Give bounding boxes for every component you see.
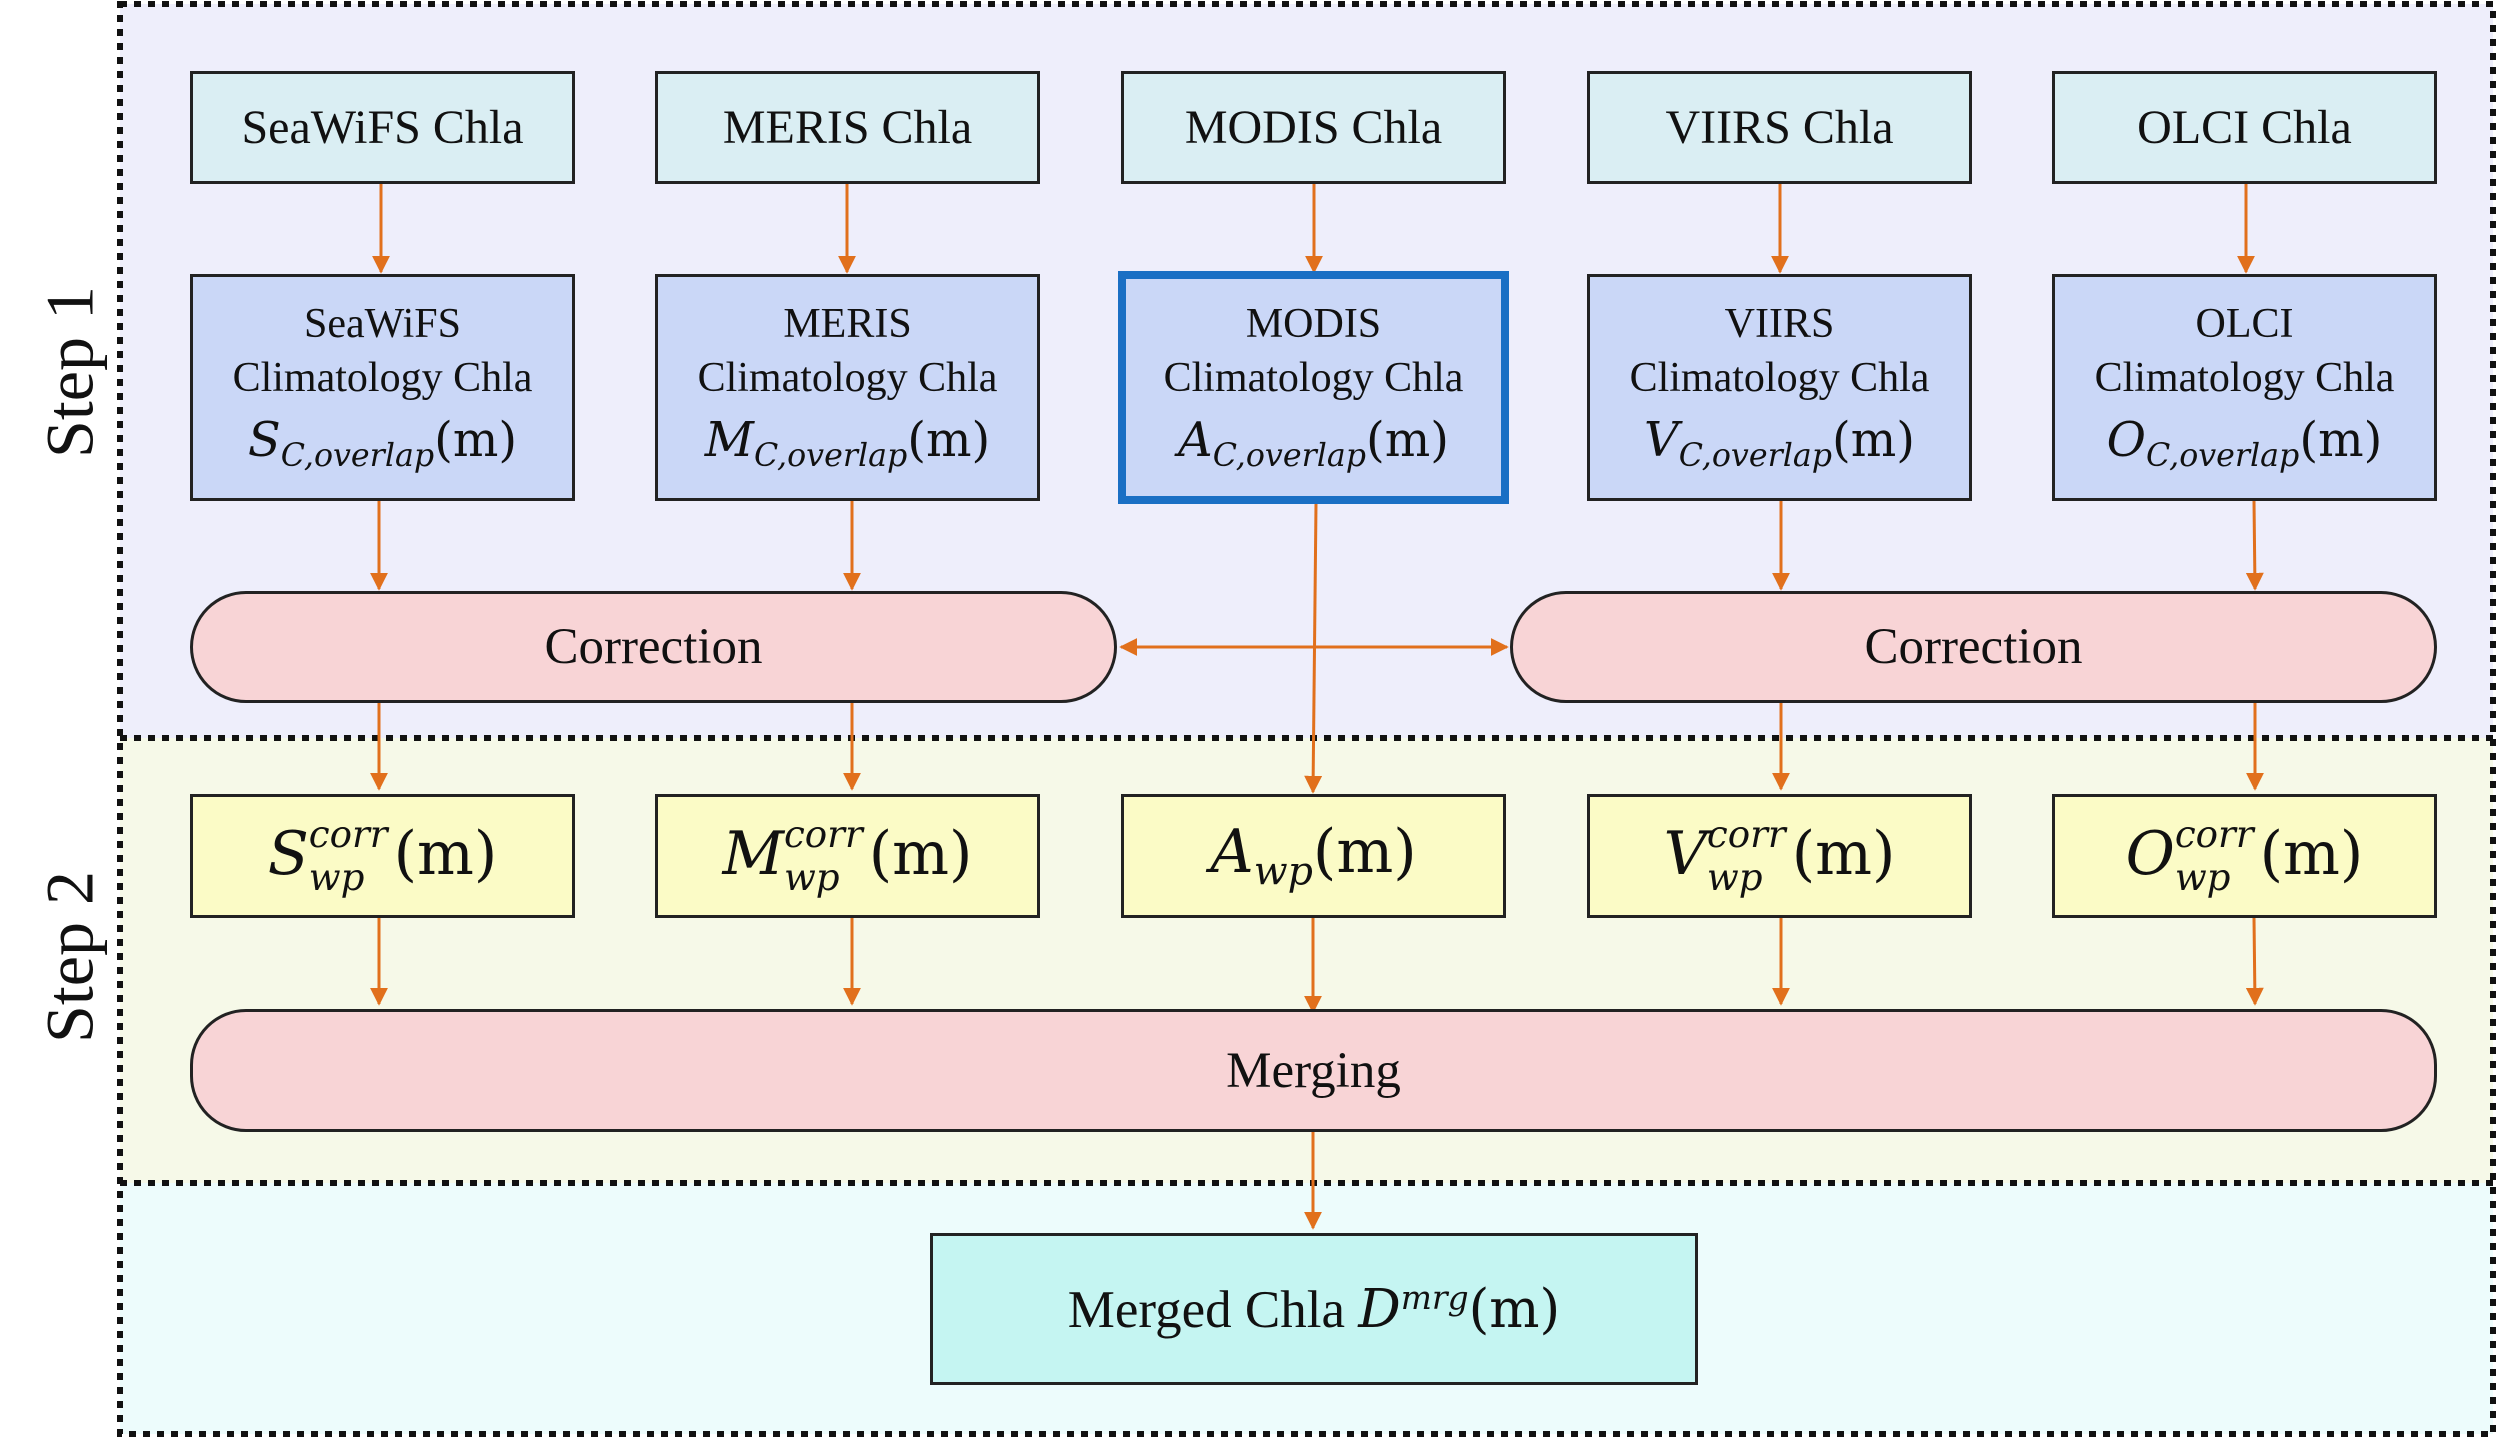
arrow-olci-clim-to-correction	[2245, 500, 2264, 591]
viirs-chla-box: VIIRS Chla	[1587, 71, 1972, 184]
viirs-climatology-box: VIIRS Climatology Chla VC,overlap(m)	[1587, 274, 1972, 501]
step1-label: Step 1	[31, 286, 108, 458]
modis-chla-box: MODIS Chla	[1121, 71, 1506, 184]
olci-clim-symbol: OC,overlap(m)	[2106, 411, 2383, 475]
olci-chla-label: OLCI Chla	[2137, 101, 2352, 154]
meris-chla-label: MERIS Chla	[722, 101, 973, 154]
modis-clim-title: Climatology Chla	[1163, 355, 1464, 402]
merged-chla-label: Merged Chla Dmrg(m)	[1067, 1277, 1561, 1341]
modis-clim-symbol: AC,overlap(m)	[1178, 411, 1449, 475]
correction-right-label: Correction	[1864, 619, 2083, 675]
seawifs-clim-title: Climatology Chla	[232, 355, 533, 402]
seawifs-clim-symbol: SC,overlap(m)	[247, 411, 518, 475]
correction-left-label: Correction	[544, 619, 763, 675]
modis-clim-name: MODIS	[1245, 301, 1382, 348]
merging-label: Merging	[1226, 1042, 1401, 1099]
meris-climatology-box: MERIS Climatology Chla MC,overlap(m)	[655, 274, 1040, 501]
olci-clim-name: OLCI	[2195, 301, 2294, 348]
olci-clim-title: Climatology Chla	[2094, 355, 2395, 402]
modis-chla-label: MODIS Chla	[1184, 101, 1443, 154]
seawifs-chla-box: SeaWiFS Chla	[190, 71, 575, 184]
meris-clim-symbol: MC,overlap(m)	[704, 411, 991, 475]
modis-wp-symbol: Awp(m)	[1210, 817, 1417, 895]
correction-right-box: Correction	[1510, 591, 2437, 703]
modis-wp-box: Awp(m)	[1121, 794, 1506, 918]
olci-climatology-box: OLCI Climatology Chla OC,overlap(m)	[2052, 274, 2437, 501]
viirs-clim-title: Climatology Chla	[1629, 355, 1930, 402]
seawifs-clim-name: SeaWiFS	[304, 301, 461, 348]
seawifs-climatology-box: SeaWiFS Climatology Chla SC,overlap(m)	[190, 274, 575, 501]
meris-chla-box: MERIS Chla	[655, 71, 1040, 184]
modis-climatology-box: MODIS Climatology Chla AC,overlap(m)	[1118, 271, 1509, 504]
merged-chla-box: Merged Chla Dmrg(m)	[930, 1233, 1698, 1385]
meris-clim-title: Climatology Chla	[697, 355, 998, 402]
olci-chla-box: OLCI Chla	[2052, 71, 2437, 184]
step2-label: Step 2	[31, 871, 108, 1043]
viirs-clim-symbol: VC,overlap(m)	[1644, 411, 1915, 475]
arrow-olci-corr-to-merging	[2245, 917, 2264, 1006]
viirs-clim-name: VIIRS	[1724, 301, 1835, 348]
seawifs-chla-label: SeaWiFS Chla	[241, 101, 524, 154]
correction-left-box: Correction	[190, 591, 1117, 703]
merging-box: Merging	[190, 1009, 2437, 1132]
meris-clim-name: MERIS	[783, 301, 912, 348]
outer-dashed-frame	[117, 1, 2496, 1437]
viirs-chla-label: VIIRS Chla	[1665, 101, 1894, 154]
